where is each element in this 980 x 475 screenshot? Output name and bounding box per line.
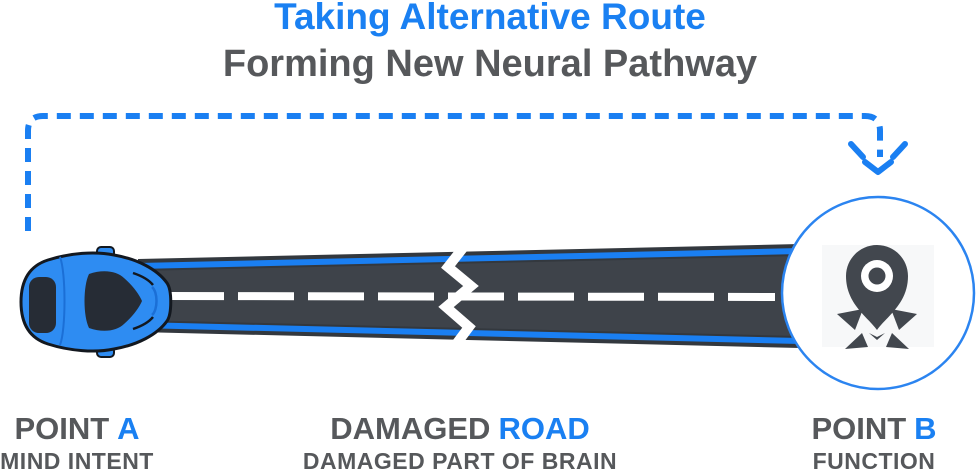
- car-hood-line-top: [132, 271, 154, 286]
- arrow-down-icon: [848, 141, 908, 175]
- caption-damaged-road-main: DAMAGED: [330, 411, 491, 446]
- caption-point-a-main: POINT: [14, 411, 110, 446]
- car-icon: [19, 246, 173, 358]
- caption-point-b-accent: B: [914, 411, 937, 446]
- car-windshield: [84, 271, 142, 331]
- caption-point-a-sub: MIND INTENT: [0, 448, 154, 474]
- damaged-road-graphic: [137, 244, 801, 354]
- caption-point-b-main: POINT: [811, 411, 907, 446]
- lane-divider: [167, 292, 776, 301]
- page-subtitle: Forming New Neural Pathway: [222, 43, 758, 85]
- alternative-route-dashed-arrow: [25, 113, 908, 231]
- road-edge-top: [137, 248, 801, 269]
- car-front-line: [151, 286, 158, 316]
- caption-damaged-road-sub: DAMAGED PART OF BRAIN: [302, 448, 618, 474]
- caption-point-a-accent: A: [117, 411, 140, 446]
- location-pin-icon: [846, 245, 908, 330]
- crash-marks-icon: [837, 309, 917, 349]
- caption-damaged-road-accent: ROAD: [498, 411, 590, 446]
- page-title: Taking Alternative Route: [274, 0, 706, 37]
- car-rear-window: [29, 277, 56, 333]
- road-crack-icon: [438, 244, 479, 354]
- caption-point-b-sub: FUNCTION: [812, 448, 936, 474]
- car-hood-line-bottom: [132, 316, 154, 331]
- destination-circle: [780, 195, 976, 391]
- car-rear-line: [59, 256, 66, 346]
